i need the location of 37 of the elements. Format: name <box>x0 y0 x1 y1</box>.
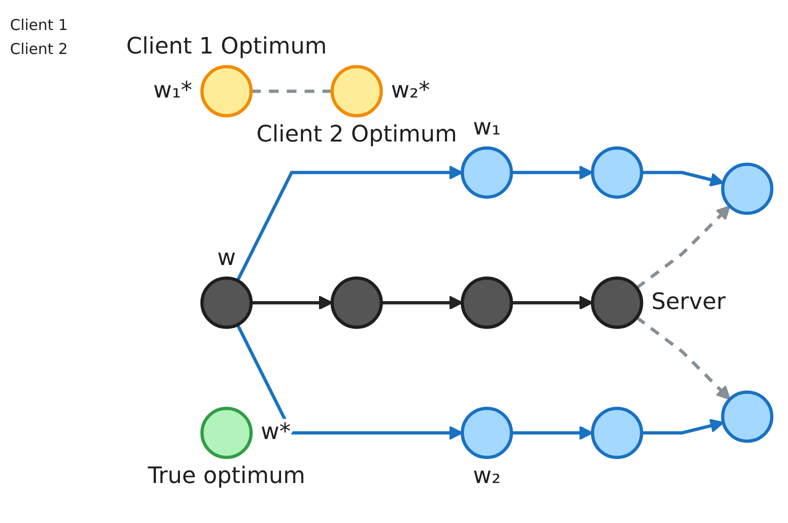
node-circle <box>590 406 644 460</box>
node-circle <box>200 406 253 460</box>
node-circle <box>590 146 644 199</box>
node-caption: w₂* <box>391 78 430 104</box>
arrow <box>511 296 594 310</box>
arrow <box>511 166 594 180</box>
label-text: Client 1 <box>10 16 69 34</box>
arrow <box>381 296 463 310</box>
arrow <box>642 171 724 187</box>
node-circle <box>200 276 253 330</box>
node-circle <box>460 146 514 199</box>
connector <box>251 90 332 94</box>
arrow <box>236 166 463 282</box>
arrow <box>642 419 724 435</box>
node-caption: Client 1 Optimum <box>126 34 327 60</box>
node-caption: Server <box>651 289 726 316</box>
node-caption: True optimum <box>148 463 306 490</box>
node-circle <box>460 406 514 460</box>
node-circle <box>721 390 774 444</box>
node-circle <box>200 65 253 118</box>
node-caption: w₂ <box>473 463 501 490</box>
node-caption: Client 2 Optimum <box>256 122 457 148</box>
node-circle <box>590 276 644 330</box>
arrow <box>511 426 594 440</box>
node-caption: w₁* <box>153 78 192 104</box>
node-circle <box>330 276 383 330</box>
node-caption: w <box>217 245 236 272</box>
node-circle <box>330 65 383 118</box>
arrow <box>636 316 731 400</box>
node-circle <box>721 162 774 216</box>
node-caption: w* <box>260 419 291 446</box>
node-caption: w₁ <box>473 115 501 141</box>
arrow <box>251 296 333 310</box>
label-text: Client 2 <box>10 40 69 58</box>
node-circle <box>460 276 514 330</box>
arrow <box>236 324 463 440</box>
arrow <box>636 206 731 290</box>
